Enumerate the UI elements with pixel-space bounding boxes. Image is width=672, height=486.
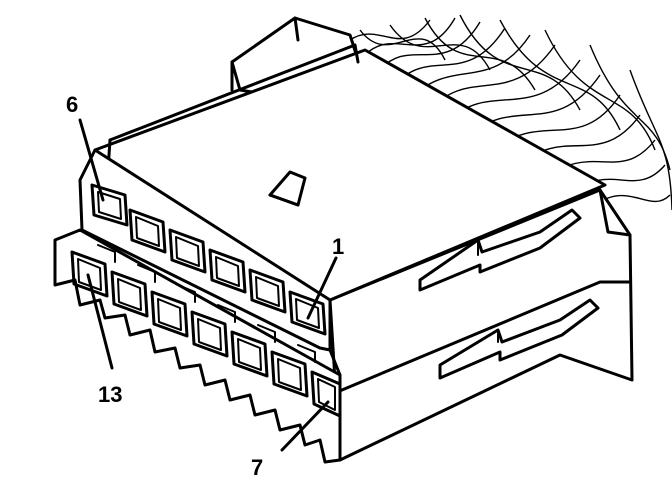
pin-label-6: 6 [66,92,78,117]
cavity-8 [270,350,309,398]
pin-label-7: 7 [251,455,263,480]
upper-cavity-row [90,183,327,336]
row-separator-notches [97,244,316,363]
lower-cavity-row [70,250,342,418]
cavity-12 [110,270,149,318]
cavity-9 [230,330,269,378]
cavity-5 [128,208,167,254]
cavity-10 [190,310,229,358]
pin-label-1: 1 [332,234,344,259]
cavity-4 [168,228,207,274]
cavity-1 [288,290,327,336]
cavity-2 [248,268,287,314]
leader-line-1 [306,256,338,320]
leader-line-13 [86,273,114,370]
pin-label-13: 13 [98,382,122,407]
cavity-7 [310,370,342,418]
cavity-6 [90,183,129,227]
leader-line-7 [280,400,330,452]
cavity-3 [208,248,247,294]
cavity-11 [150,290,189,338]
cavity-13 [70,250,109,298]
leader-lines [78,118,338,452]
leader-line-6 [78,118,105,202]
